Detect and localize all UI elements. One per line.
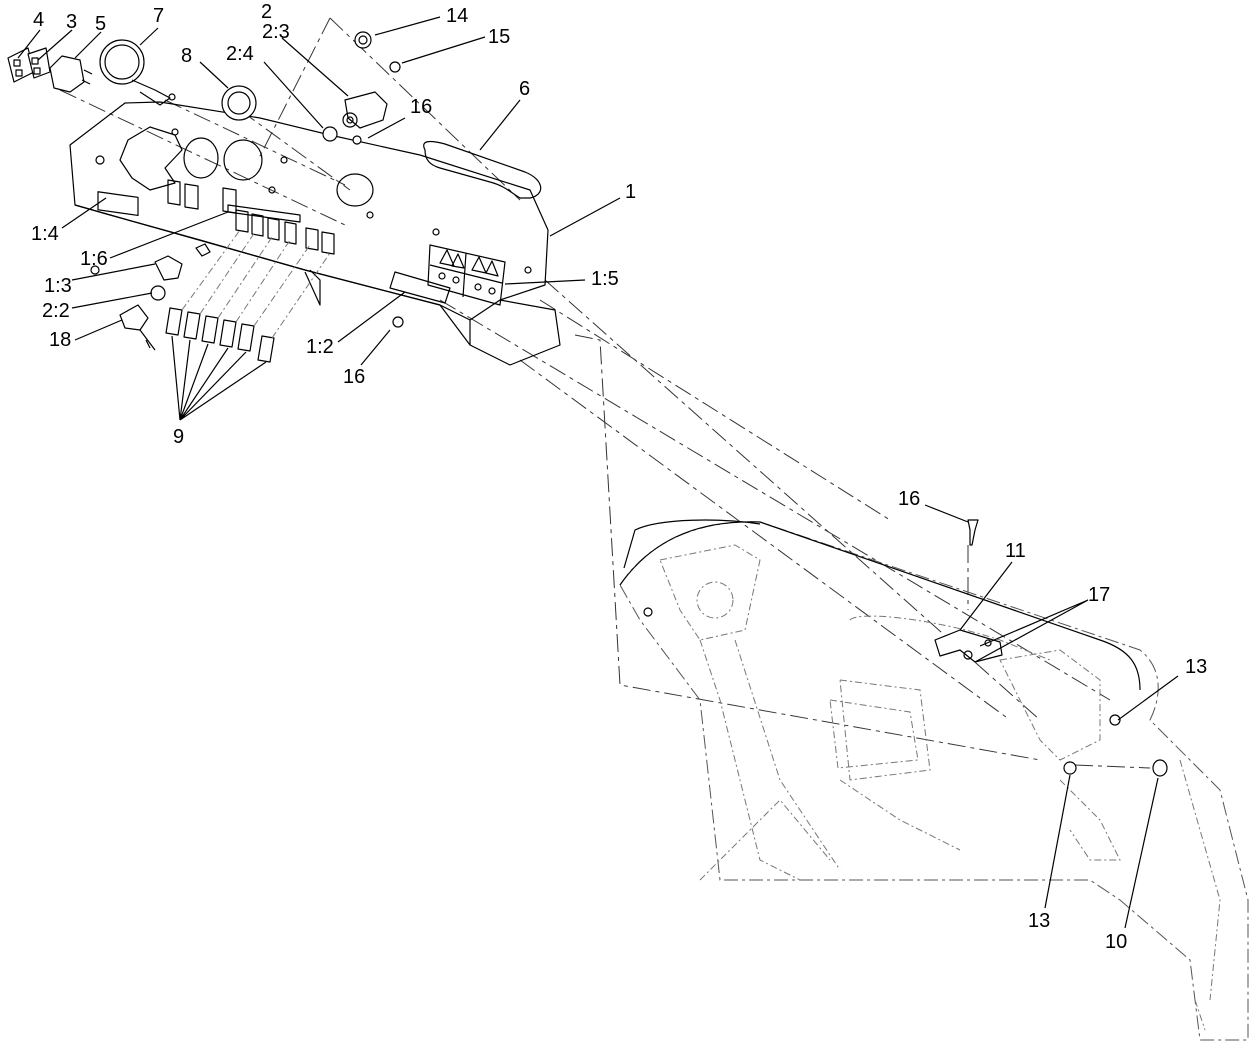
- callout-2: 2: [261, 1, 272, 23]
- callout-2-3: 2:3: [262, 21, 290, 43]
- callout-13-right: 13: [1185, 656, 1207, 678]
- callout-17: 17: [1088, 584, 1110, 606]
- callout-1-6: 1:6: [80, 248, 108, 270]
- callout-15: 15: [488, 26, 510, 48]
- callout-2-4: 2:4: [226, 43, 254, 65]
- callout-1-5: 1:5: [591, 268, 619, 290]
- callout-10: 10: [1105, 931, 1127, 953]
- callout-8: 8: [181, 45, 192, 67]
- callout-4: 4: [33, 9, 44, 31]
- callout-1: 1: [625, 181, 636, 203]
- mount-bracket: [934, 629, 1003, 663]
- bezel-ring: [221, 85, 257, 121]
- callout-16-mid: 16: [343, 366, 365, 388]
- rocker-switches: [165, 229, 331, 363]
- callout-3: 3: [66, 11, 77, 33]
- callout-9: 9: [173, 426, 184, 448]
- callout-6: 6: [519, 78, 530, 100]
- leader-lines: [17, 16, 1179, 929]
- gauge-meter: [99, 39, 176, 106]
- callout-16-top: 16: [410, 96, 432, 118]
- cowl-frame: [619, 519, 1249, 1041]
- callout-7: 7: [153, 5, 164, 27]
- callout-16-right: 16: [898, 488, 920, 510]
- warning-decal: [427, 244, 506, 306]
- ignition-assembly: [322, 31, 401, 145]
- key-switch-parts: [119, 243, 404, 351]
- switch-components: [7, 47, 93, 93]
- grab-handle: [423, 140, 542, 199]
- callout-2-2: 2:2: [42, 300, 70, 322]
- callout-1-3: 1:3: [44, 275, 72, 297]
- callout-labels: 4 3 5 7 8 2 2:3 2:4 14 15 16 6 1 1:5 1:4…: [31, 1, 1207, 953]
- callout-11: 11: [1005, 540, 1026, 562]
- callout-1-2: 1:2: [306, 336, 334, 358]
- callout-5: 5: [95, 13, 106, 35]
- callout-13-bottom: 13: [1028, 910, 1050, 932]
- callout-1-4: 1:4: [31, 223, 59, 245]
- callout-14: 14: [446, 5, 468, 27]
- callout-18: 18: [49, 329, 71, 351]
